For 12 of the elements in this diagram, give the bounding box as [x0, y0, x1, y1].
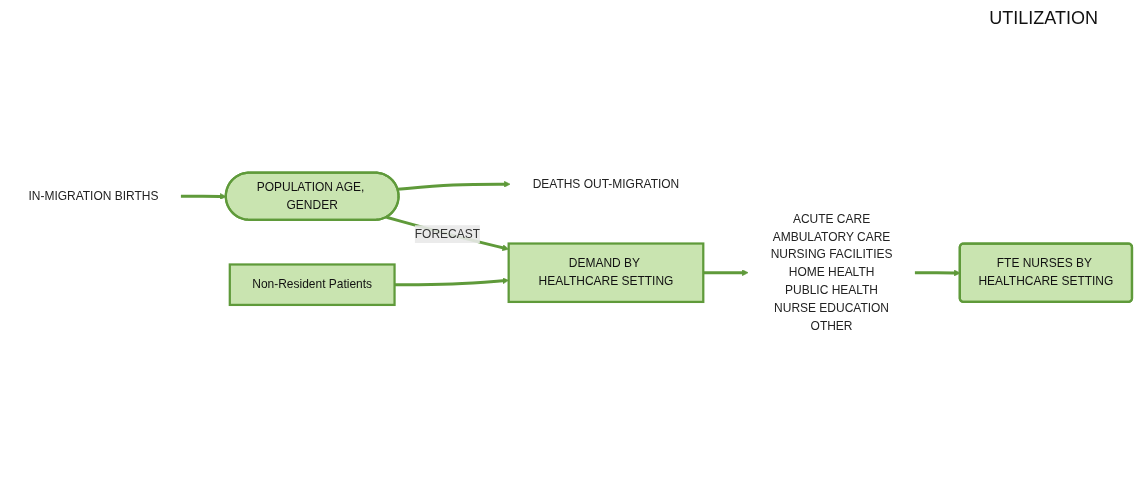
arrow: [703, 269, 749, 276]
node-box: Non-Resident Patients: [228, 262, 396, 306]
node-text: ACUTE CARE AMBULATORY CARE NURSING FACILITIES HOME HEALTH PUBLIC HEALTH NURSE EDUCATION OTHER: [770, 211, 893, 333]
arrow: [397, 180, 511, 191]
edge-label: FORECAST: [414, 226, 480, 240]
arrow: [394, 277, 509, 286]
node-text: DEATHS OUT-MIGRATION: [532, 177, 680, 190]
arrow: [180, 192, 227, 200]
node-box: DEMAND BY HEALTHCARE SETTING: [507, 242, 705, 303]
node-text: IN-MIGRATION BIRTHS: [28, 189, 159, 202]
heading-label: UTILIZATION: [989, 8, 1098, 29]
arrow: [386, 215, 509, 251]
